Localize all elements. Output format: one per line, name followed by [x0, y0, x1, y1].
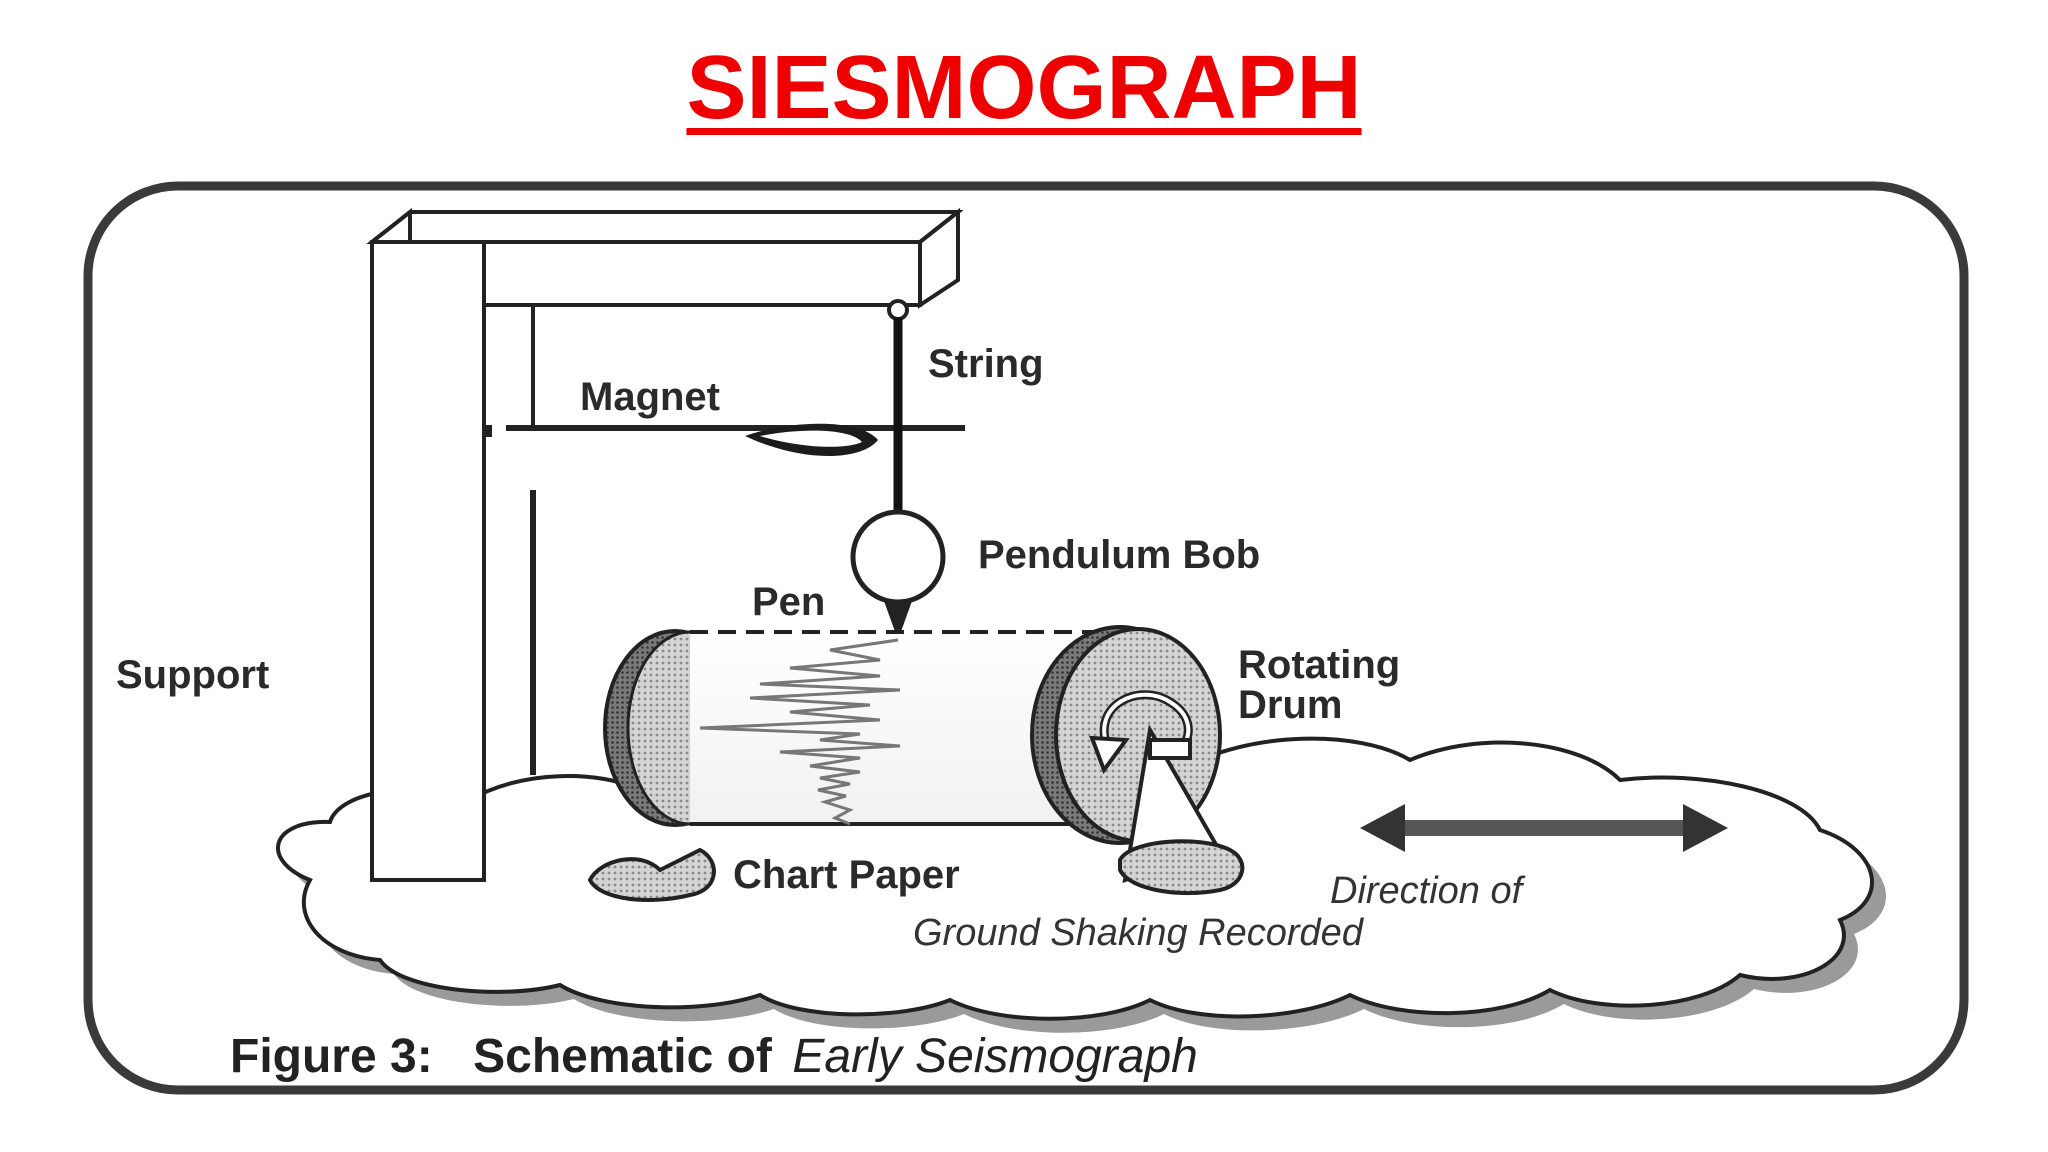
- caption-main: Schematic of: [473, 1030, 773, 1083]
- pen: [884, 601, 912, 640]
- support-frame: [366, 207, 964, 882]
- label-magnet: Magnet: [580, 375, 720, 419]
- label-pendulum-bob: Pendulum Bob: [978, 533, 1260, 577]
- page-title: SIESMOGRAPH: [686, 38, 1362, 138]
- label-pen: Pen: [752, 580, 825, 624]
- label-drum: Drum: [1238, 683, 1342, 727]
- label-direction-line1: Direction of: [1330, 870, 1526, 912]
- seismic-trace: [699, 638, 901, 826]
- figure-caption: Figure 3: Schematic of Early Seismograph: [230, 1030, 1198, 1083]
- caption-italic: Early Seismograph: [792, 1030, 1198, 1083]
- pendulum-string: [887, 299, 909, 528]
- label-rotating: Rotating: [1238, 643, 1400, 687]
- label-direction-line2: Ground Shaking Recorded: [913, 912, 1365, 954]
- figure-frame: [83, 181, 1969, 1095]
- label-chart-paper: Chart Paper: [733, 853, 960, 897]
- pendulum-bob: [850, 509, 946, 605]
- label-string: String: [928, 342, 1044, 386]
- shaking-direction-arrow: [1360, 804, 1728, 852]
- label-support: Support: [116, 653, 269, 697]
- rotating-drum: [587, 625, 1245, 902]
- magnet: [506, 423, 965, 457]
- caption-prefix: Figure 3:: [230, 1030, 433, 1083]
